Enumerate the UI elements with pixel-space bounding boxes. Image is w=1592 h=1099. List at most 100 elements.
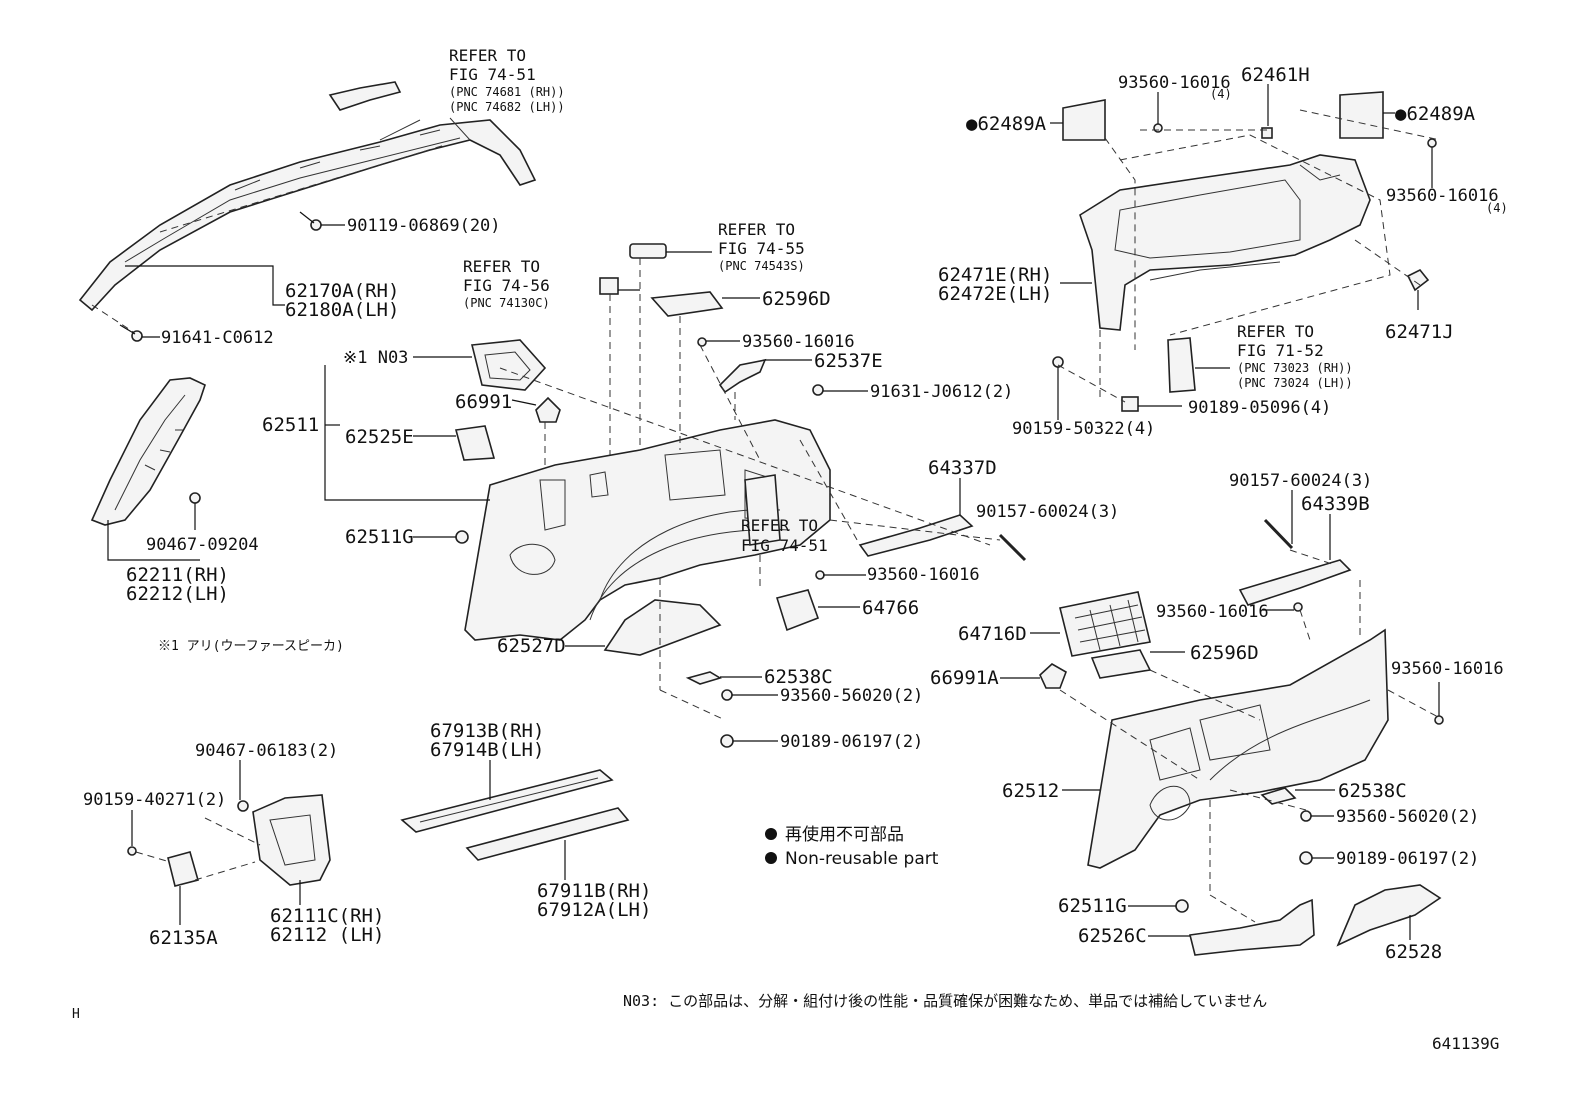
refer-to-fig-74-51-mid: REFER TO FIG 74-51 (741, 516, 828, 555)
callout-93560-16016-top: 93560-16016 (1118, 73, 1231, 93)
bolt-90157-b (1263, 518, 1294, 550)
block-62526C (1189, 898, 1315, 956)
legend (765, 828, 777, 864)
callout-62596D-a: 62596D (762, 288, 831, 310)
scuff-plate-67911B (465, 807, 630, 861)
refer-to-fig-74-51-top: REFER TO FIG 74-51 (PNC 74681 (RH)) (PNC… (449, 46, 565, 114)
cover-64766 (775, 589, 820, 632)
callout-93560-16016-a: 93560-16016 (742, 332, 855, 352)
callout-66991: 66991 (455, 391, 512, 413)
bracket-64339B (1238, 559, 1352, 606)
callout-64339B: 64339B (1301, 493, 1370, 515)
box-62596D-b (1090, 649, 1152, 679)
callout-90467-06183: 90467-06183(2) (195, 741, 338, 761)
refer-to-fig-74-55: REFER TO FIG 74-55 (PNC 74543S) (718, 220, 805, 273)
callout-91631-j0612: 91631-J0612(2) (870, 382, 1013, 402)
callout-93560-56020-a: 93560-56020(2) (780, 686, 923, 706)
qty-4-top: (4) (1210, 87, 1232, 101)
legend-jp: 再使用不可部品 (785, 824, 904, 845)
callout-62212: 62212(LH) (126, 583, 229, 605)
bracket-62489A-right (1339, 91, 1384, 139)
callout-67911B: 67911B(RH) (537, 880, 651, 902)
callout-62170A: 62170A(RH) (285, 280, 399, 302)
callout-62489A-left: ●62489A (966, 113, 1047, 135)
legend-en: Non-reusable part (785, 849, 939, 869)
callout-62471E: 62471E(RH) (938, 264, 1052, 286)
corner-mark-h: H (72, 1007, 80, 1022)
refer-to-fig-71-52: REFER TO FIG 71-52 (PNC 73023 (RH)) (PNC… (1237, 322, 1353, 390)
callout-91641-c0612: 91641-C0612 (161, 328, 274, 348)
callout-62525E: 62525E (345, 426, 414, 448)
clip-91641 (119, 324, 143, 342)
ref-line: FIG 74-56 (463, 276, 550, 295)
plug-66991A (1039, 663, 1067, 689)
bracket-64337D (858, 514, 974, 557)
callout-62596D-b: 62596D (1190, 642, 1259, 664)
box-62596D (650, 291, 724, 317)
hook-62135A (167, 851, 199, 887)
plug-66991 (535, 396, 561, 423)
callout-93560-16016-c: 93560-16016 (1156, 602, 1269, 622)
scuff-plate-67913B (400, 769, 614, 833)
clip-62471J (1406, 268, 1430, 292)
callout-62538C-b: 62538C (1338, 780, 1407, 802)
refer-to-fig-74-56: REFER TO FIG 74-56 (PNC 74130C) (463, 257, 550, 310)
callout-90157-60024-b: 90157-60024(3) (1229, 471, 1372, 491)
ref-line: REFER TO (463, 257, 540, 276)
callout-62472E: 62472E(LH) (938, 283, 1052, 305)
callout-62111C: 62111C(RH) (270, 905, 384, 927)
pad-62525E (454, 425, 496, 461)
callout-62461H: 62461H (1241, 64, 1310, 86)
callout-62489A-right: ●62489A (1395, 103, 1476, 125)
callout-62527D: 62527D (497, 635, 566, 657)
clip-62538C-a (685, 671, 722, 685)
note-n03: N03: この部品は、分解・組付け後の性能・品質確保が困難なため、単品では補給し… (623, 992, 1267, 1010)
ref-line: FIG 71-52 (1237, 341, 1324, 360)
callout-90157-60024-a: 90157-60024(3) (976, 502, 1119, 522)
clip-90119 (299, 211, 322, 231)
clip-90189-06197-a (720, 734, 734, 748)
ref-line: (PNC 74543S) (718, 259, 805, 273)
ref-line: (PNC 73024 (LH)) (1237, 376, 1353, 390)
callout-62512: 62512 (1002, 780, 1059, 802)
callout-n03: ※1 N03 (343, 348, 408, 368)
callout-67913B: 67913B(RH) (430, 720, 544, 742)
callout-93560-56020-b: 93560-56020(2) (1336, 807, 1479, 827)
callout-64766: 64766 (862, 597, 919, 619)
figure-id: 641139G (1432, 1034, 1499, 1053)
vent-grille-ref (629, 243, 667, 259)
grille-64716D (1059, 591, 1151, 657)
callout-90189-06197-a: 90189-06197(2) (780, 732, 923, 752)
callout-64337D: 64337D (928, 457, 997, 479)
callout-90189-05096: 90189-05096(4) (1188, 398, 1331, 418)
callout-90467-09204: 90467-09204 (146, 535, 259, 555)
bracket-62489A-left (1062, 99, 1106, 141)
callout-90189-06197-b: 90189-06197(2) (1336, 849, 1479, 869)
callout-62528: 62528 (1385, 941, 1442, 963)
callout-62537E: 62537E (814, 350, 883, 372)
clip-ref-74-56 (599, 277, 619, 295)
ref-line: REFER TO (718, 220, 795, 239)
cover-ref-74-51 (744, 474, 781, 546)
ref-line: REFER TO (449, 46, 526, 65)
clip-62538C-b (1260, 787, 1297, 805)
screw-93560-56020-a (721, 689, 733, 701)
callout-67912A: 67912A(LH) (537, 899, 651, 921)
callout-90159-50322: 90159-50322(4) (1012, 419, 1155, 439)
callout-93560-16016-d: 93560-16016 (1391, 659, 1504, 679)
bracket-62537E (718, 358, 767, 394)
callout-62135A: 62135A (149, 927, 218, 949)
callout-62526C: 62526C (1078, 925, 1147, 947)
callout-62211: 62211(RH) (126, 564, 229, 586)
callout-93560-16016-r: 93560-16016 (1386, 186, 1499, 206)
roof-side-garnish (78, 81, 537, 312)
callout-62112: 62112 (LH) (270, 924, 384, 946)
callout-66991A: 66991A (930, 667, 999, 689)
ref-line: REFER TO (741, 516, 818, 535)
bolt-90157-a (998, 533, 1027, 562)
qty-4-r: (4) (1486, 201, 1508, 215)
callout-90159-40271: 90159-40271(2) (83, 790, 226, 810)
front-pillar-garnish (90, 377, 206, 526)
ref-line: (PNC 73023 (RH)) (1237, 361, 1353, 375)
